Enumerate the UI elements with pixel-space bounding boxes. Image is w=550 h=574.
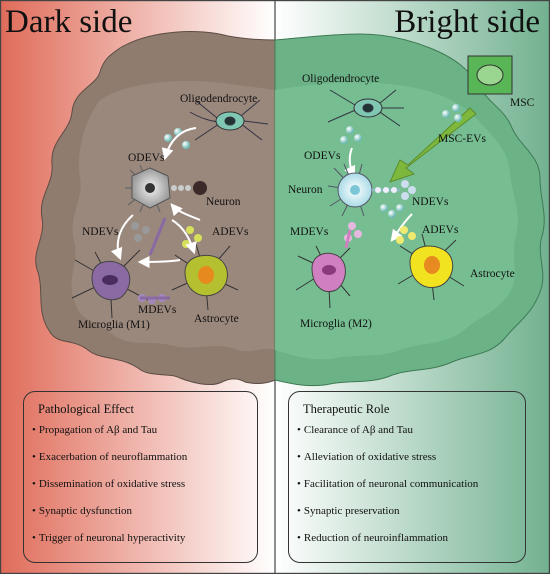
label-odevs: ODEVs xyxy=(128,152,165,164)
label-neuron-right: Neuron xyxy=(288,184,323,196)
pathological-effect-list: Propagation of Aβ and Tau Exacerbation o… xyxy=(32,422,187,557)
list-item: Synaptic preservation xyxy=(297,503,478,530)
left-microglia-m1 xyxy=(71,249,149,319)
label-microglia-m1: Microglia (M1) xyxy=(78,319,150,331)
label-adevs: ADEVs xyxy=(212,226,249,238)
msc-cell xyxy=(467,55,513,95)
right-oligodendrocyte xyxy=(327,89,404,127)
right-microglia-m2 xyxy=(295,245,351,309)
therapeutic-role-list: Clearance of Aβ and Tau Alleviation of o… xyxy=(297,422,478,557)
pathological-effect-heading: Pathological Effect xyxy=(38,402,134,416)
list-item: Exacerbation of neuroflammation xyxy=(32,449,187,476)
label-astrocyte-left: Astrocyte xyxy=(194,313,239,325)
list-item: Propagation of Aβ and Tau xyxy=(32,422,187,449)
left-neuron xyxy=(125,164,207,213)
label-adevs-right: ADEVs xyxy=(422,224,459,236)
list-item: Facilitation of neuronal communication xyxy=(297,476,478,503)
label-mscevs: MSC-EVs xyxy=(438,133,486,145)
label-astrocyte-right: Astrocyte xyxy=(470,268,515,280)
mscev-vesicles xyxy=(442,104,462,122)
right-odev-vesicles xyxy=(340,126,362,144)
list-item: Dissemination of oxidative stress xyxy=(32,476,187,503)
list-item: Reduction of neuroinflammation xyxy=(297,530,478,557)
left-title: Dark side xyxy=(5,4,133,40)
right-neuron xyxy=(327,163,416,217)
right-title: Bright side xyxy=(394,4,540,40)
label-msc: MSC xyxy=(510,97,535,109)
label-oligodendrocyte-right: Oligodendrocyte xyxy=(302,73,380,85)
left-ndev-vesicles xyxy=(131,222,150,242)
label-ndevs-right: NDEVs xyxy=(412,196,449,208)
msc-arrow xyxy=(389,107,477,183)
right-astrocyte xyxy=(397,233,465,301)
left-oligodendrocyte xyxy=(189,99,269,141)
label-oligodendrocyte: Oligodendrocyte xyxy=(180,93,258,105)
list-item: Trigger of neuronal hyperactivity xyxy=(32,530,187,557)
label-odevs-right: ODEVs xyxy=(304,150,341,162)
label-mdevs: MDEVs xyxy=(138,304,177,316)
label-mdevs-right: MDEVs xyxy=(290,226,329,238)
left-astrocyte xyxy=(171,243,239,311)
label-neuron: Neuron xyxy=(206,196,241,208)
list-item: Alleviation of oxidative stress xyxy=(297,449,478,476)
right-adev-vesicles xyxy=(396,226,416,244)
list-item: Clearance of Aβ and Tau xyxy=(297,422,478,449)
right-ndev-vesicles xyxy=(380,204,404,218)
list-item: Synaptic dysfunction xyxy=(32,503,187,530)
therapeutic-role-heading: Therapeutic Role xyxy=(303,402,390,416)
label-microglia-m2: Microglia (M2) xyxy=(300,318,372,330)
label-ndevs: NDEVs xyxy=(82,226,119,238)
therapeutic-role-box: Therapeutic Role Clearance of Aβ and Tau… xyxy=(288,391,526,563)
pathological-effect-box: Pathological Effect Propagation of Aβ an… xyxy=(23,391,258,563)
